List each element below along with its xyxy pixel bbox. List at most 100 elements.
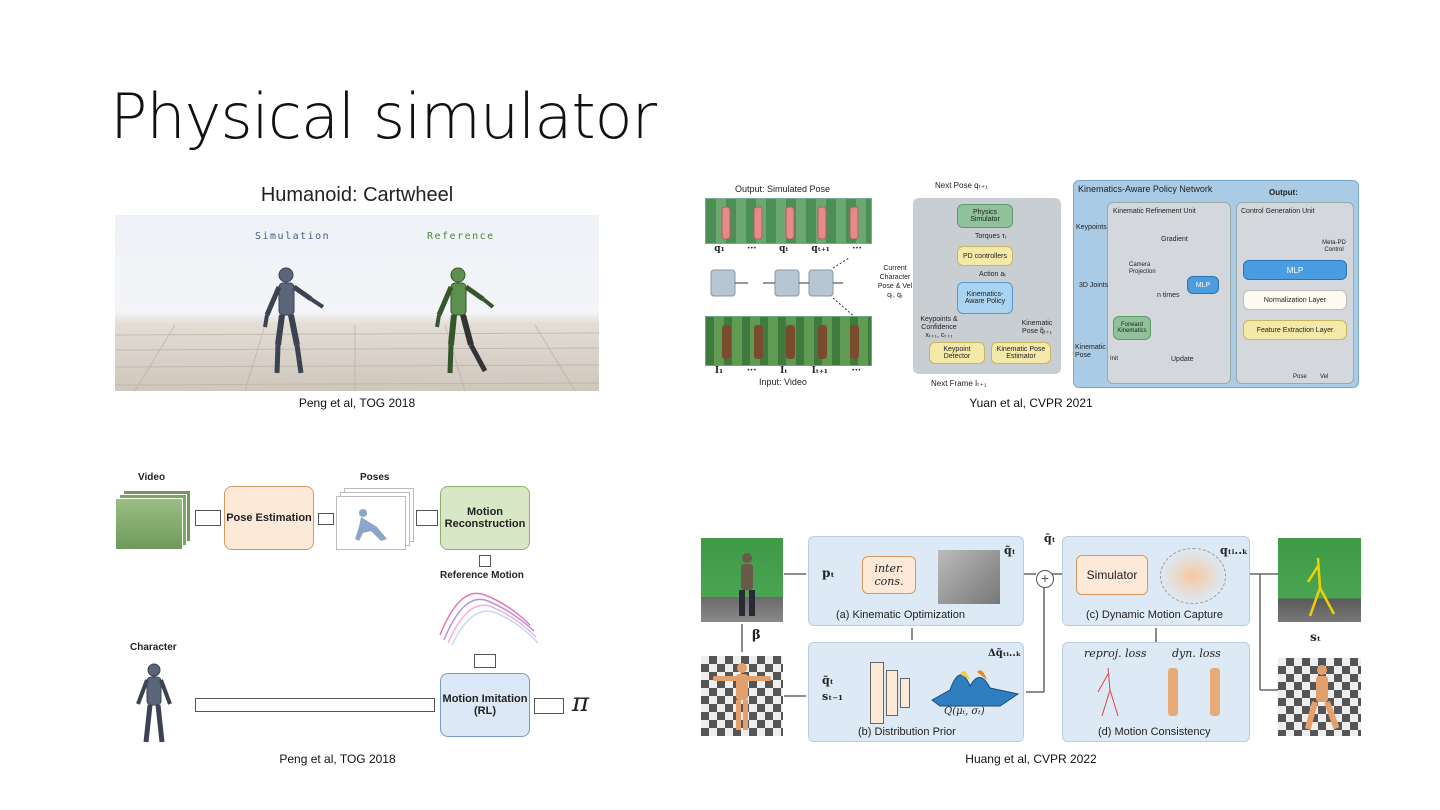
fig4-tpose-body	[713, 663, 771, 730]
fig2-output-eq: Output:	[1269, 188, 1298, 197]
fig2-q-dots: ···	[747, 244, 757, 254]
fig4-dist-prior-label: (b) Distribution Prior	[858, 726, 956, 738]
fig4-caption: Huang et al, CVPR 2022	[965, 752, 1097, 766]
fig4-motion-cons-label: (d) Motion Consistency	[1098, 726, 1211, 738]
fig3-arrow-3	[416, 510, 438, 526]
fig2-next-pose: Next Pose qₜ₊₁	[935, 181, 988, 190]
fig1-title: Humanoid: Cartwheel	[260, 184, 454, 206]
fig4-beta: β	[752, 628, 761, 643]
fig2-q1: q₁	[714, 244, 725, 254]
fig2-init: Init	[1110, 356, 1119, 362]
fig2-feat-layer: Feature Extraction Layer	[1243, 320, 1347, 340]
ref-humanoid-figure	[435, 267, 495, 374]
fig2-kin-estimator: Kinematic Pose Estimator	[991, 342, 1051, 364]
fig2-mlp-u: MLP	[1187, 276, 1219, 294]
fig2-diagram: Output: Simulated Pose q₁ ··· qₜ qₜ₊₁ ··…	[703, 178, 1359, 390]
fig3-poses-label: Poses	[360, 472, 390, 483]
fig3-poses-stack	[336, 488, 414, 550]
fig2-rnn-cells	[710, 258, 857, 318]
fig3-motion-reconstruction: Motion Reconstruction	[440, 486, 530, 550]
fig4-kin-opt-label: (a) Kinematic Optimization	[836, 609, 965, 621]
fig3-pose-estimation: Pose Estimation	[224, 486, 314, 550]
fig2-refine-unit: Kinematic Refinement Unit	[1113, 208, 1196, 215]
fig3-video-stack	[115, 490, 191, 550]
sim-humanoid-figure	[263, 267, 325, 374]
fig1-label-ref: Reference	[427, 231, 495, 242]
fig4-q-mu: Q(μₜ, σₜ)	[944, 706, 985, 717]
fig4-consistency-figures	[1097, 667, 1220, 717]
fig4-output-body	[1304, 665, 1340, 730]
fig4-distribution-surface	[931, 670, 1020, 707]
fig1-scene	[115, 267, 599, 391]
fig2-update: Update	[1171, 356, 1194, 363]
slide-title: Physical simulator	[110, 80, 657, 153]
fig4-dyn-loss: dyn. loss	[1172, 647, 1221, 660]
fig2-norm-layer: Normalization Layer	[1243, 290, 1347, 310]
fig4-dyn-figure	[1160, 548, 1226, 604]
fig4-delta-q: Δq̃ₜᵢ..ₖ	[988, 648, 1022, 659]
fig4-connector-arrows	[741, 573, 1278, 697]
fig1-image: Simulation Reference	[115, 215, 599, 391]
fig3-long-arrow	[195, 698, 435, 712]
fig3-pi: π	[572, 688, 590, 718]
fig3-arrow-down	[479, 555, 491, 567]
fig2-joints3d: 3D Joints	[1079, 282, 1109, 289]
fig4-simulator: Simulator	[1076, 555, 1148, 595]
fig2-current-pose: Current Character Pose & Vel qₜ, q̇ₜ	[877, 265, 913, 299]
fig2-output-frames	[705, 198, 872, 244]
fig2-mlp-v: MLP	[1243, 260, 1347, 280]
fig2-keypoints-conf: Keypoints & Confidence xₜ₊₁, cₜ₊₁	[920, 316, 958, 339]
fig2-camera-proj: Camera Projection	[1129, 262, 1156, 275]
fig2-kin-pose: Kinematic Pose q̃ₜ₊₁	[1021, 320, 1053, 335]
fig2-it1: Iₜ₊₁	[811, 366, 828, 376]
fig2-gradient: Gradient	[1161, 236, 1188, 243]
fig4-nn-layer-3	[900, 678, 910, 708]
fig2-n-times: n times	[1157, 292, 1180, 299]
fig2-torques: Torques τₜ	[975, 233, 1007, 240]
fig2-q-labels: q₁ ··· qₜ qₜ₊₁ ···	[703, 244, 873, 254]
fig4-q-range: qₜᵢ..ₖ	[1220, 544, 1248, 557]
fig3-arrow-1	[195, 510, 221, 526]
fig2-network-title: Kinematics-Aware Policy Network	[1078, 184, 1213, 194]
fig2-input-frames	[705, 316, 872, 366]
fig2-i-dots2: ···	[851, 366, 862, 376]
fig2-it: Iₜ	[780, 366, 788, 376]
fig2-action: Action aₜ	[979, 271, 1007, 278]
fig3-caption: Peng et al, TOG 2018	[279, 752, 396, 766]
fig2-i-dots: ···	[746, 366, 757, 376]
fig2-meta-pd: Meta-PD Control	[1322, 240, 1346, 253]
fig2-keypoints: Keypoints	[1076, 224, 1107, 231]
fig3-video-label: Video	[138, 472, 166, 483]
fig4-nn-layer-2	[886, 670, 898, 716]
fig2-input-label: Input: Video	[759, 377, 807, 387]
fig4-s-t: sₜ	[1310, 630, 1322, 644]
fig2-qt: qₜ	[779, 244, 789, 254]
fig3-ref-motion-figure	[439, 592, 539, 646]
fig2-keypoint-detector: Keypoint Detector	[929, 342, 985, 364]
fig2-i-labels: I₁ ··· Iₜ Iₜ₊₁ ···	[703, 366, 873, 376]
fig2-qt1: qₜ₊₁	[811, 244, 830, 254]
fig2-control-unit: Control Generation Unit	[1241, 208, 1315, 215]
fig2-next-frame: Next Frame Iₜ₊₁	[931, 379, 987, 388]
fig2-kinematic-pose: Kinematic Pose	[1075, 344, 1106, 359]
fig4-q-bar: q̄ₜ	[1044, 532, 1056, 545]
fig4-inter-cons: inter. cons.	[862, 556, 916, 594]
fig4-plus-node: +	[1036, 570, 1054, 588]
fig4-p-t: pₜ	[822, 566, 835, 580]
fig3-arrow-2	[318, 513, 334, 525]
fig2-i1: I₁	[714, 366, 724, 376]
fig3-ref-motion-label: Reference Motion	[440, 570, 524, 581]
fig4-input-person	[739, 553, 755, 616]
fig3-arrow-down2	[474, 654, 496, 668]
fig2-fk: Forward Kinematics	[1113, 316, 1151, 340]
fig2-pose: Pose	[1293, 374, 1307, 380]
fig2-caption: Yuan et al, CVPR 2021	[969, 396, 1093, 410]
fig2-output-label: Output: Simulated Pose	[735, 184, 831, 194]
fig3-motion-imitation: Motion Imitation (RL)	[440, 673, 530, 737]
fig4-output-person	[1306, 557, 1336, 617]
fig4-dyn-capture-label: (c) Dynamic Motion Capture	[1086, 609, 1223, 621]
fig4-q-tilde: q̃ₜ	[1004, 544, 1016, 557]
fig4-nn-layer-1	[870, 662, 884, 724]
fig4-s-t1: sₜ₋₁	[822, 690, 843, 703]
fig2-pd-controllers: PD controllers	[957, 246, 1013, 266]
